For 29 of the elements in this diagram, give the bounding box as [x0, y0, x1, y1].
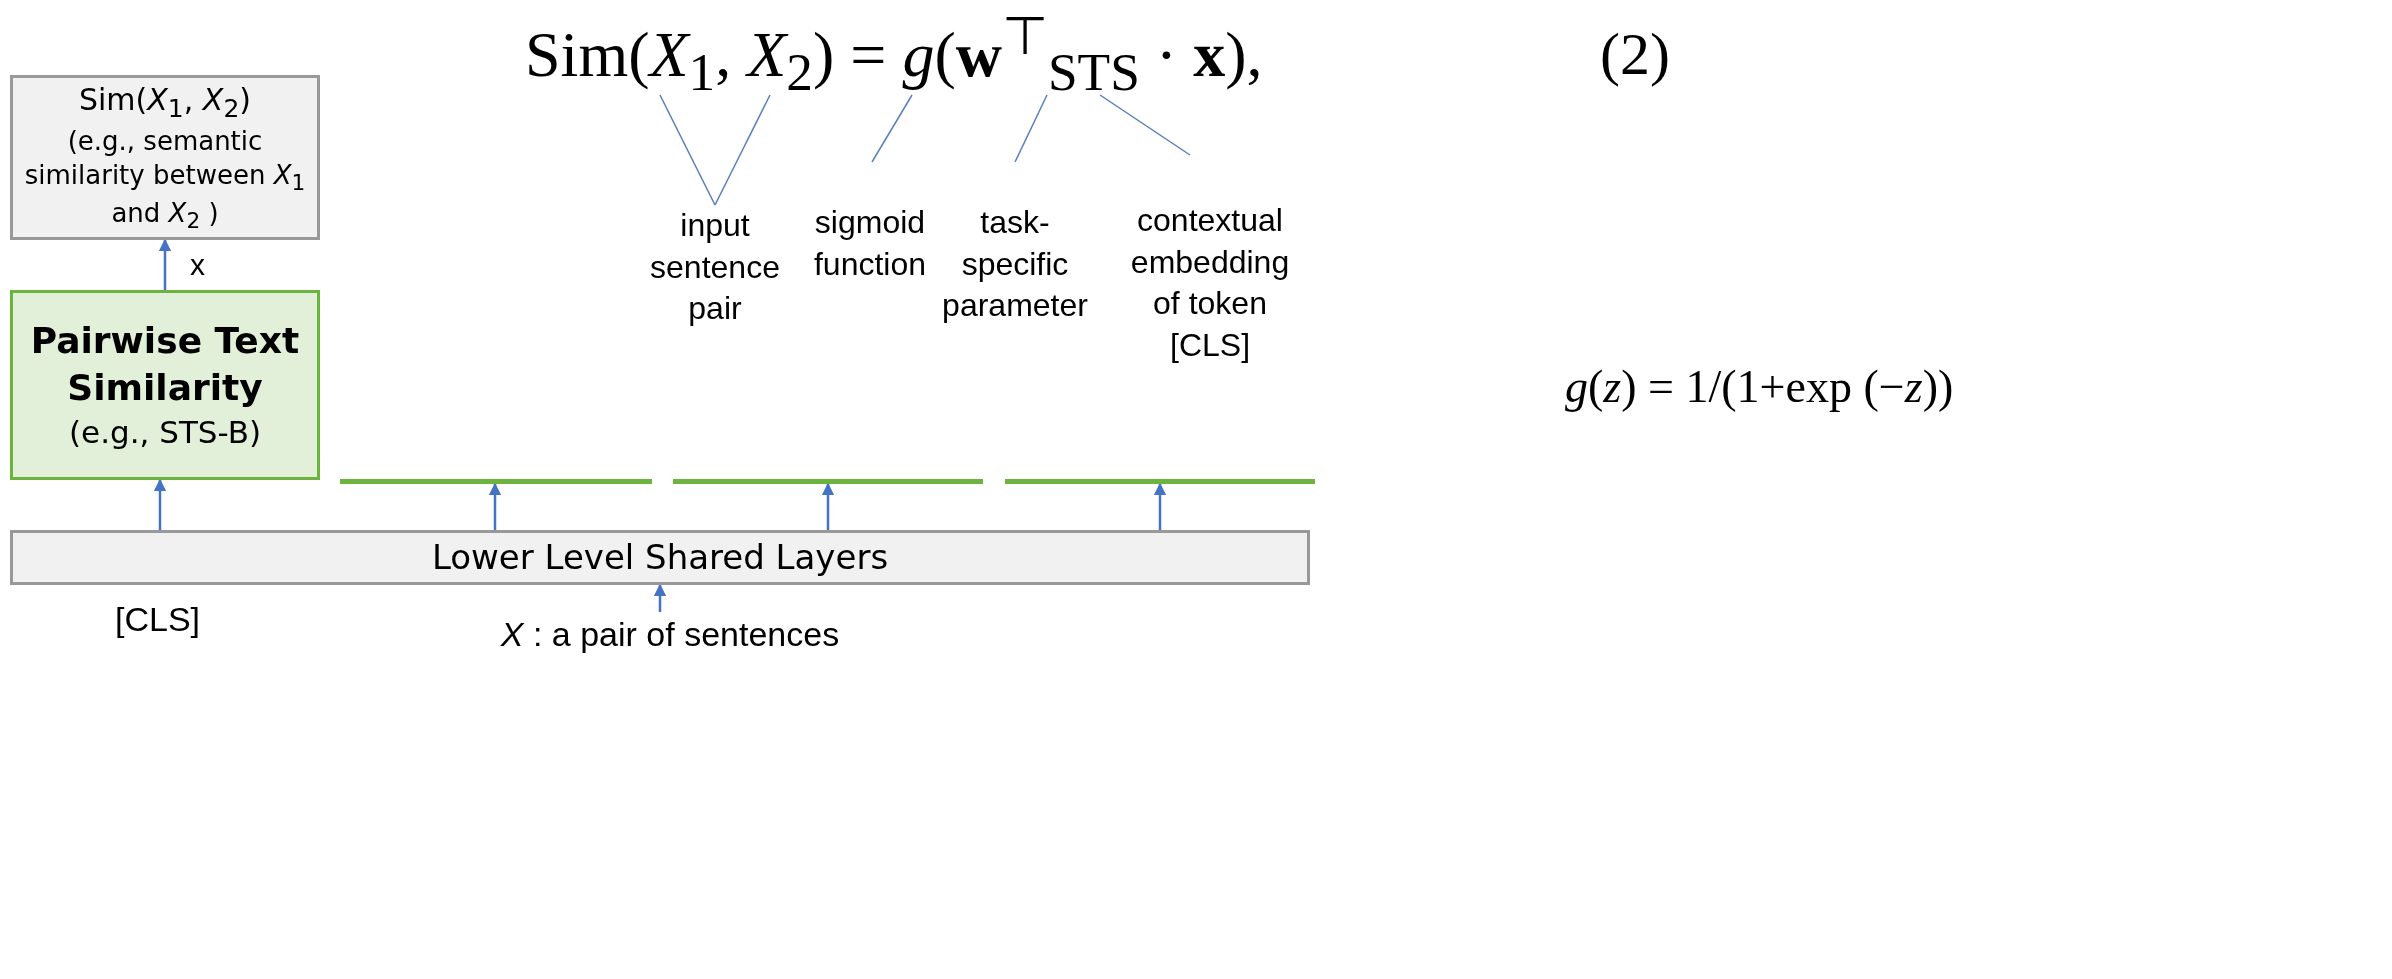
arrow [158, 238, 172, 290]
layer-bar [673, 479, 983, 484]
arrow [1153, 482, 1167, 530]
leader-line [659, 94, 716, 206]
arrow [821, 482, 835, 530]
arrow [488, 482, 502, 530]
leader-line [714, 94, 771, 206]
layer-bar [340, 479, 652, 484]
annotation-text: X : a pair of sentences [500, 612, 840, 657]
equation-number: (2) [1600, 20, 1670, 89]
leader-line [1014, 94, 1048, 163]
output-box [10, 75, 320, 240]
annotation-text: input sentence pair [640, 205, 790, 345]
annotation-text: contextual embedding of token [CLS] [1115, 155, 1305, 370]
leader-line [1099, 94, 1191, 156]
description-text: (e.g., semantic similarity between X$_{1}$ and X$_{2}$ ) [23, 125, 307, 236]
layer-box [10, 530, 1310, 585]
arrow [653, 583, 667, 612]
leader-line [871, 94, 913, 163]
task-box [10, 290, 320, 480]
arrow [153, 478, 167, 530]
description-text: (e.g., STS-B) [69, 412, 261, 452]
layer-bar [1005, 479, 1315, 484]
heading-text: Pairwise Text Similarity [29, 319, 301, 410]
layer-name-text: Lower Level Shared Layers [431, 536, 889, 580]
formula-text: Sim(X$_{1}$, X$_{2}$) [78, 80, 251, 125]
equation-text: g(z) = 1/(1+exp (−z)) [1565, 360, 1954, 413]
token-text: [CLS] [115, 600, 201, 639]
equation-text: Sim(X$_{1}$, X$_{2}$) = g(w$^{⊤}$$_{STS}$ · x), [525, 5, 1425, 95]
